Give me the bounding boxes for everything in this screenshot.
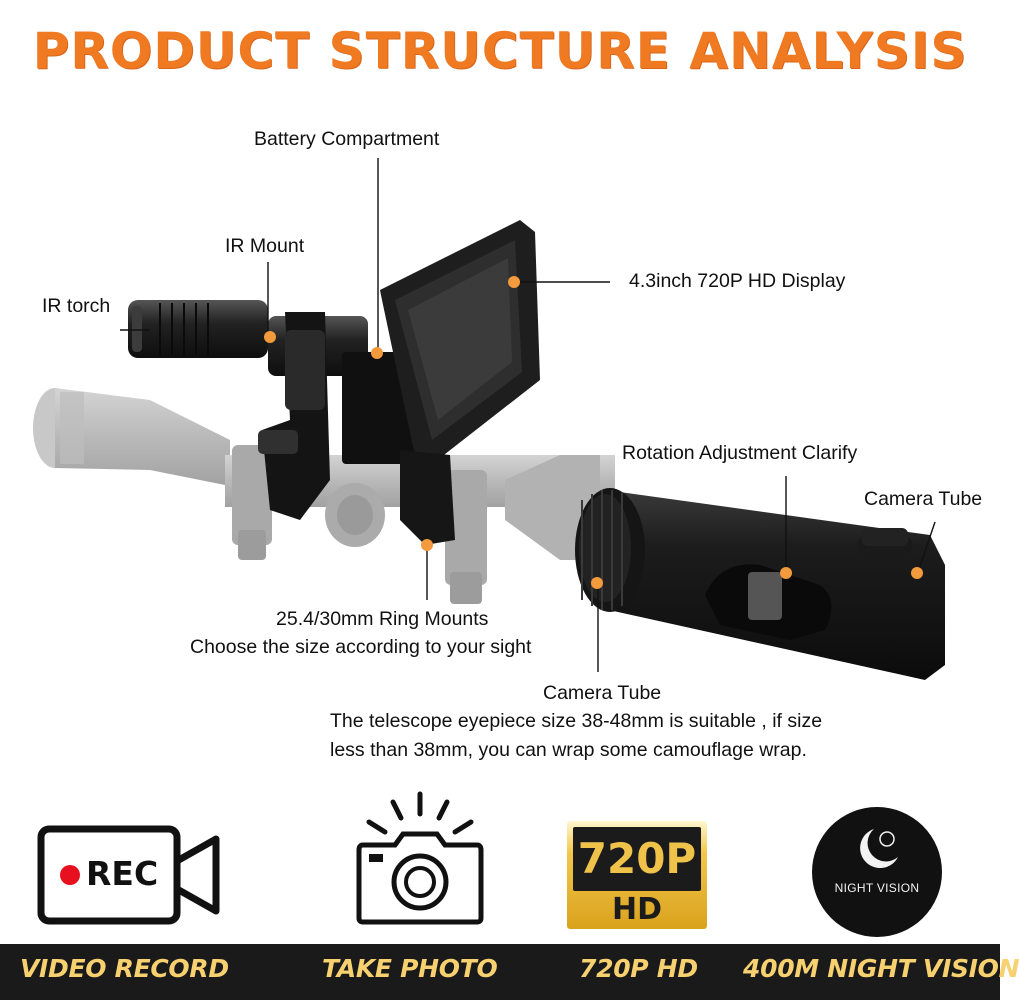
moon-icon bbox=[860, 829, 898, 869]
photo-camera-icon bbox=[356, 791, 484, 925]
callout-ir-torch: IR torch bbox=[42, 295, 111, 317]
rec-label: REC bbox=[86, 854, 159, 893]
description-line: less than 38mm, you can wrap some camouf… bbox=[330, 739, 807, 761]
callout-ring-mounts-note: Choose the size according to your sight bbox=[190, 636, 532, 658]
callout-rotation-adjustment: Rotation Adjustment Clarify bbox=[622, 442, 858, 464]
ir-torch bbox=[128, 300, 368, 376]
description-line: The telescope eyepiece size 38-48mm is s… bbox=[330, 710, 823, 732]
feature-take-photo: TAKE PHOTO bbox=[322, 954, 498, 983]
callout-battery-compartment: Battery Compartment bbox=[254, 128, 440, 150]
hd-720p-badge: 720P HD bbox=[567, 821, 707, 929]
night-vision-badge: NIGHT VISION bbox=[812, 807, 942, 937]
callout-ring-mounts: 25.4/30mm Ring Mounts bbox=[276, 608, 489, 630]
callout-dots bbox=[264, 276, 923, 589]
display-mount bbox=[400, 450, 455, 545]
feature-night-vision: 400M NIGHT VISION bbox=[743, 954, 1019, 983]
hd-badge-bottom: HD bbox=[611, 892, 662, 927]
record-dot-icon bbox=[60, 865, 80, 885]
page-title: PRODUCT STRUCTURE ANALYSIS bbox=[32, 22, 968, 80]
feature-video-record: VIDEO RECORD bbox=[20, 954, 229, 983]
hd-badge-top: 720P bbox=[573, 827, 701, 891]
callout-lines bbox=[120, 158, 936, 672]
sun-icon bbox=[879, 831, 895, 847]
callout-display: 4.3inch 720P HD Display bbox=[629, 270, 846, 292]
camera-tube bbox=[575, 488, 945, 680]
callout-camera-tube-bottom: Camera Tube bbox=[543, 682, 662, 704]
focus-knob bbox=[857, 528, 913, 559]
video-camera-icon bbox=[37, 825, 220, 925]
eyepiece-description: The telescope eyepiece size 38-48mm is s… bbox=[330, 707, 908, 765]
feature-720p-hd: 720P HD bbox=[579, 954, 698, 983]
callout-ir-mount: IR Mount bbox=[225, 235, 305, 257]
feature-bar bbox=[0, 944, 1000, 1000]
night-vision-label: NIGHT VISION bbox=[834, 881, 920, 895]
callout-camera-tube-right: Camera Tube bbox=[864, 488, 983, 510]
ir-mount bbox=[258, 312, 330, 520]
hd-display bbox=[380, 220, 540, 458]
